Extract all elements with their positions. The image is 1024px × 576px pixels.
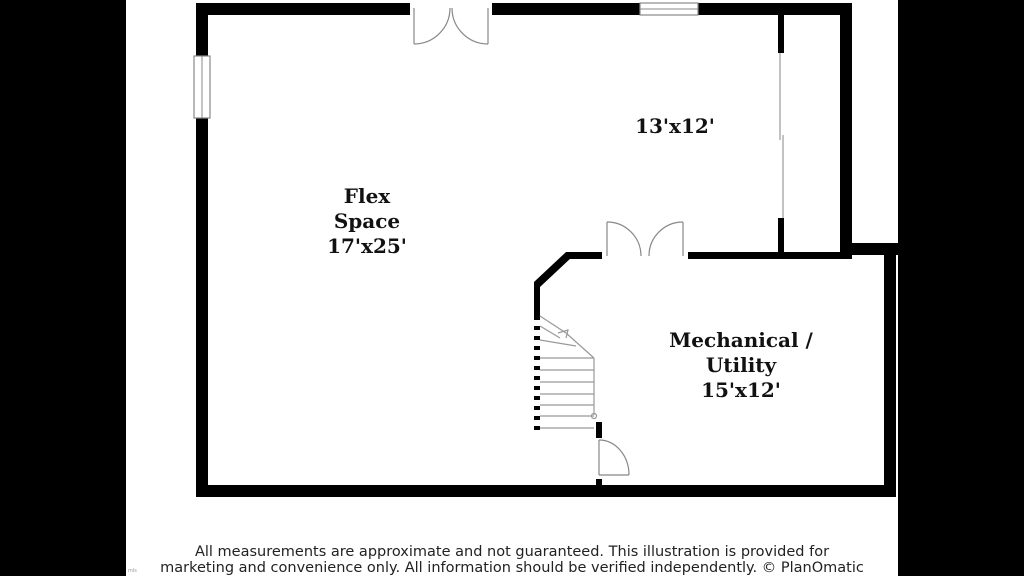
disclaimer-line: All measurements are approximate and not… — [194, 544, 830, 560]
room-name-line: Mechanical / — [669, 328, 813, 352]
room-label-13x12: 13'x12' — [620, 114, 730, 139]
south-wall — [196, 485, 888, 497]
disclaimer-line: marketing and convenience only. All info… — [160, 560, 864, 576]
staircase — [539, 315, 598, 429]
utility-north-wall-east — [688, 252, 852, 259]
west-wall — [196, 3, 208, 497]
utility-double-door — [606, 221, 684, 257]
stair-door-jamb-bottom — [596, 479, 602, 487]
room-name-line: Flex — [343, 184, 391, 208]
room-dimensions: 15'x12' — [701, 378, 781, 402]
closet-sliding-door — [779, 53, 784, 218]
north-wall-east — [698, 3, 852, 15]
north-double-door — [413, 7, 489, 45]
room-dimensions: 17'x25' — [327, 234, 407, 258]
exterior-walls — [196, 3, 898, 497]
room-label-mechanical-utility: Mechanical / Utility 15'x12' — [658, 328, 824, 403]
room-dimensions: 13'x12' — [635, 114, 715, 138]
east-wall-lower — [884, 243, 896, 497]
stair-door-jamb-top — [596, 422, 602, 438]
closet-wall-bottom — [778, 218, 784, 254]
watermark-stamp: mls — [128, 568, 137, 574]
floorplan-drawing: mls — [128, 2, 898, 574]
notch-wall — [840, 243, 898, 255]
room-name-line: Utility — [705, 353, 777, 377]
disclaimer-text: All measurements are approximate and not… — [126, 544, 898, 576]
interior-walls — [534, 15, 852, 316]
stair-door — [598, 439, 630, 476]
utility-angled-wall — [534, 252, 572, 287]
north-wall-mid — [492, 3, 640, 15]
room-label-flex-space: Flex Space 17'x25' — [312, 184, 422, 259]
closet-wall-top — [778, 15, 784, 53]
room-name-line: Space — [333, 209, 401, 233]
east-wall-upper — [840, 3, 852, 251]
utility-north-wall-west — [566, 252, 602, 259]
floorplan-canvas: mls Flex Space 17'x25' 13'x12' Mechanica… — [126, 0, 898, 576]
north-wall-west — [196, 3, 410, 15]
utility-west-wall-upper — [534, 282, 540, 316]
